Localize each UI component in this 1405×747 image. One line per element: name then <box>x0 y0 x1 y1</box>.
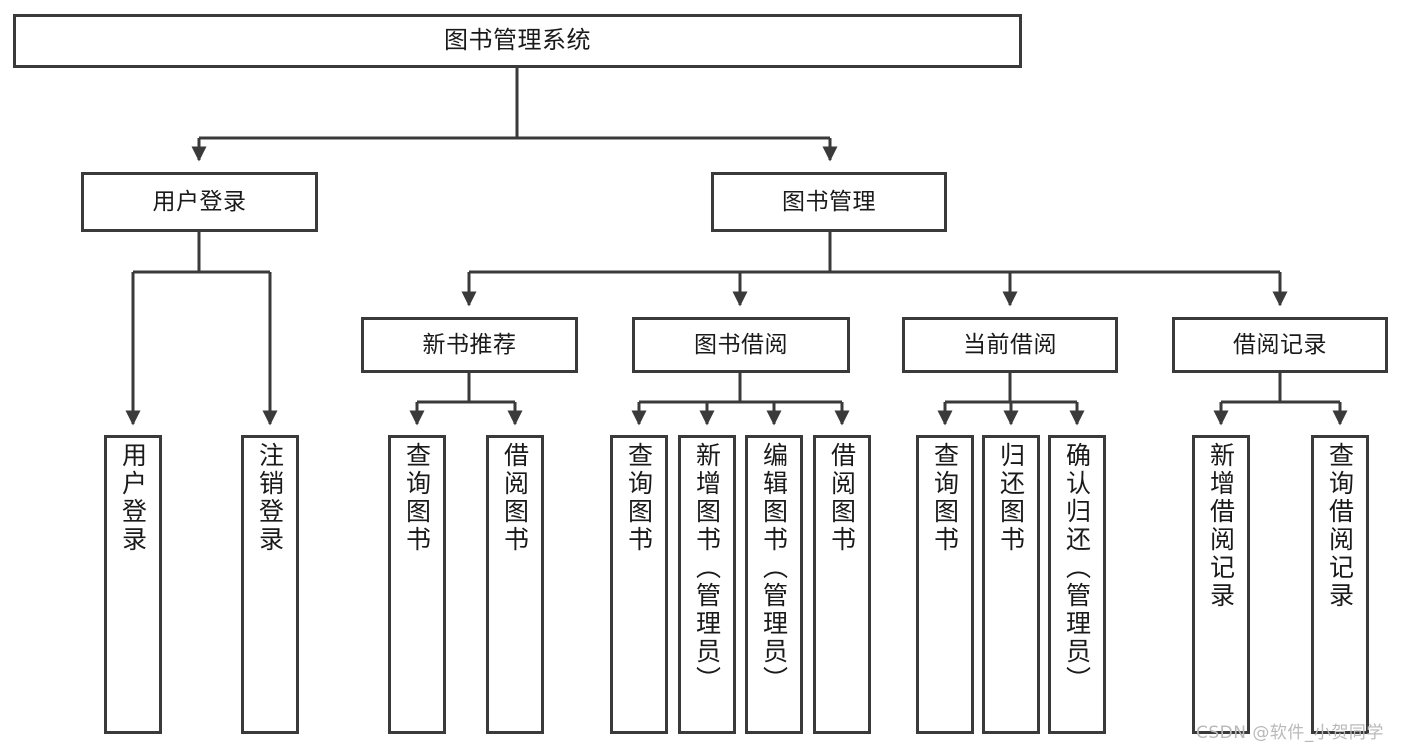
node-book-borrow[interactable]: 图书借阅 <box>632 317 850 373</box>
node-leaf-cur-confirm[interactable]: 确认归还（管理员） <box>1048 435 1106 734</box>
node-borrow-record-label: 借阅记录 <box>1233 331 1327 358</box>
node-current-borrow[interactable]: 当前借阅 <box>902 317 1118 373</box>
node-leaf-rec-add-label: 新增借阅记录 <box>1206 442 1236 610</box>
node-leaf-borrow-query-label: 查询图书 <box>624 442 654 554</box>
node-borrow-record[interactable]: 借阅记录 <box>1172 317 1388 373</box>
node-leaf-cur-confirm-label: 确认归还（管理员） <box>1062 442 1092 694</box>
node-leaf-borrow-add-label: 新增图书（管理员） <box>692 442 722 694</box>
csdn-watermark: CSDN @软件_小贺同学 <box>1196 723 1384 743</box>
node-new-book-rec-label: 新书推荐 <box>422 331 517 358</box>
node-leaf-rec-query2-label: 查询借阅记录 <box>1325 442 1355 610</box>
node-leaf-borrow-edit[interactable]: 编辑图书（管理员） <box>745 435 803 734</box>
node-leaf-rec-borrow-label: 借阅图书 <box>500 442 530 554</box>
node-root[interactable]: 图书管理系统 <box>13 14 1022 68</box>
node-leaf-cur-query[interactable]: 查询图书 <box>916 435 974 734</box>
node-book-manage[interactable]: 图书管理 <box>711 172 947 232</box>
node-leaf-cur-query-label: 查询图书 <box>930 442 960 554</box>
node-new-book-rec[interactable]: 新书推荐 <box>361 317 578 373</box>
node-leaf-rec-borrow[interactable]: 借阅图书 <box>486 435 544 734</box>
node-leaf-rec-add[interactable]: 新增借阅记录 <box>1192 435 1250 734</box>
node-leaf-user-login[interactable]: 用户登录 <box>104 435 162 734</box>
node-leaf-borrow-do[interactable]: 借阅图书 <box>813 435 871 734</box>
node-leaf-rec-query-label: 查询图书 <box>402 442 432 554</box>
node-leaf-rec-query[interactable]: 查询图书 <box>388 435 446 734</box>
node-leaf-borrow-add[interactable]: 新增图书（管理员） <box>678 435 736 734</box>
node-leaf-user-login-label: 用户登录 <box>118 442 148 554</box>
node-leaf-cur-return[interactable]: 归还图书 <box>982 435 1040 734</box>
node-leaf-cur-return-label: 归还图书 <box>996 442 1026 554</box>
node-book-manage-label: 图书管理 <box>782 188 876 215</box>
node-leaf-borrow-query[interactable]: 查询图书 <box>610 435 668 734</box>
node-root-label: 图书管理系统 <box>444 26 591 55</box>
node-user-login[interactable]: 用户登录 <box>81 172 318 232</box>
node-user-login-label: 用户登录 <box>152 188 247 215</box>
node-leaf-user-logout[interactable]: 注销登录 <box>241 435 299 734</box>
node-leaf-rec-query2[interactable]: 查询借阅记录 <box>1311 435 1369 734</box>
node-book-borrow-label: 图书借阅 <box>694 331 788 358</box>
node-leaf-borrow-edit-label: 编辑图书（管理员） <box>759 442 789 694</box>
node-leaf-user-logout-label: 注销登录 <box>255 442 285 554</box>
node-leaf-borrow-do-label: 借阅图书 <box>827 442 857 554</box>
node-current-borrow-label: 当前借阅 <box>963 331 1057 358</box>
